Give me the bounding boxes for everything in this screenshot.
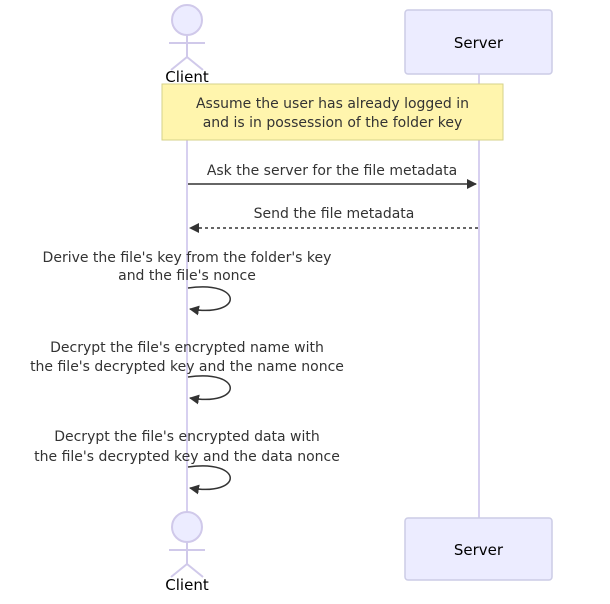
server-actor-box-bottom[interactable]: [404, 517, 553, 581]
message-5-self-arrow: [187, 465, 231, 495]
message-3-label-line-2: and the file's nonce: [118, 268, 256, 284]
server-actor-box-top[interactable]: [404, 9, 553, 75]
note-line-2: and is in possession of the folder key: [203, 115, 463, 131]
message-3-label-line-1: Derive the file's key from the folder's …: [43, 250, 332, 266]
message-5-label-line-1: Decrypt the file's encrypted data with: [54, 429, 320, 445]
message-1-label: Ask the server for the file metadata: [207, 163, 457, 179]
message-2-label: Send the file metadata: [254, 206, 415, 222]
client-actor-icon-top: [169, 4, 205, 71]
client-label-bottom: Client: [165, 576, 209, 594]
message-4-label-line-1: Decrypt the file's encrypted name with: [50, 340, 324, 356]
server-label-bottom: Server: [454, 541, 504, 559]
message-5-label-line-2: the file's decrypted key and the data no…: [34, 449, 340, 465]
message-4-label-line-2: the file's decrypted key and the name no…: [30, 359, 344, 375]
server-label-top: Server: [454, 34, 504, 52]
message-4-self-arrow: [187, 375, 231, 405]
note-line-1: Assume the user has already logged in: [196, 96, 469, 112]
note-box: [161, 83, 504, 141]
client-actor-icon-bottom: [169, 511, 205, 578]
client-label-top: Client: [165, 68, 209, 86]
message-3-self-arrow: [187, 286, 231, 316]
